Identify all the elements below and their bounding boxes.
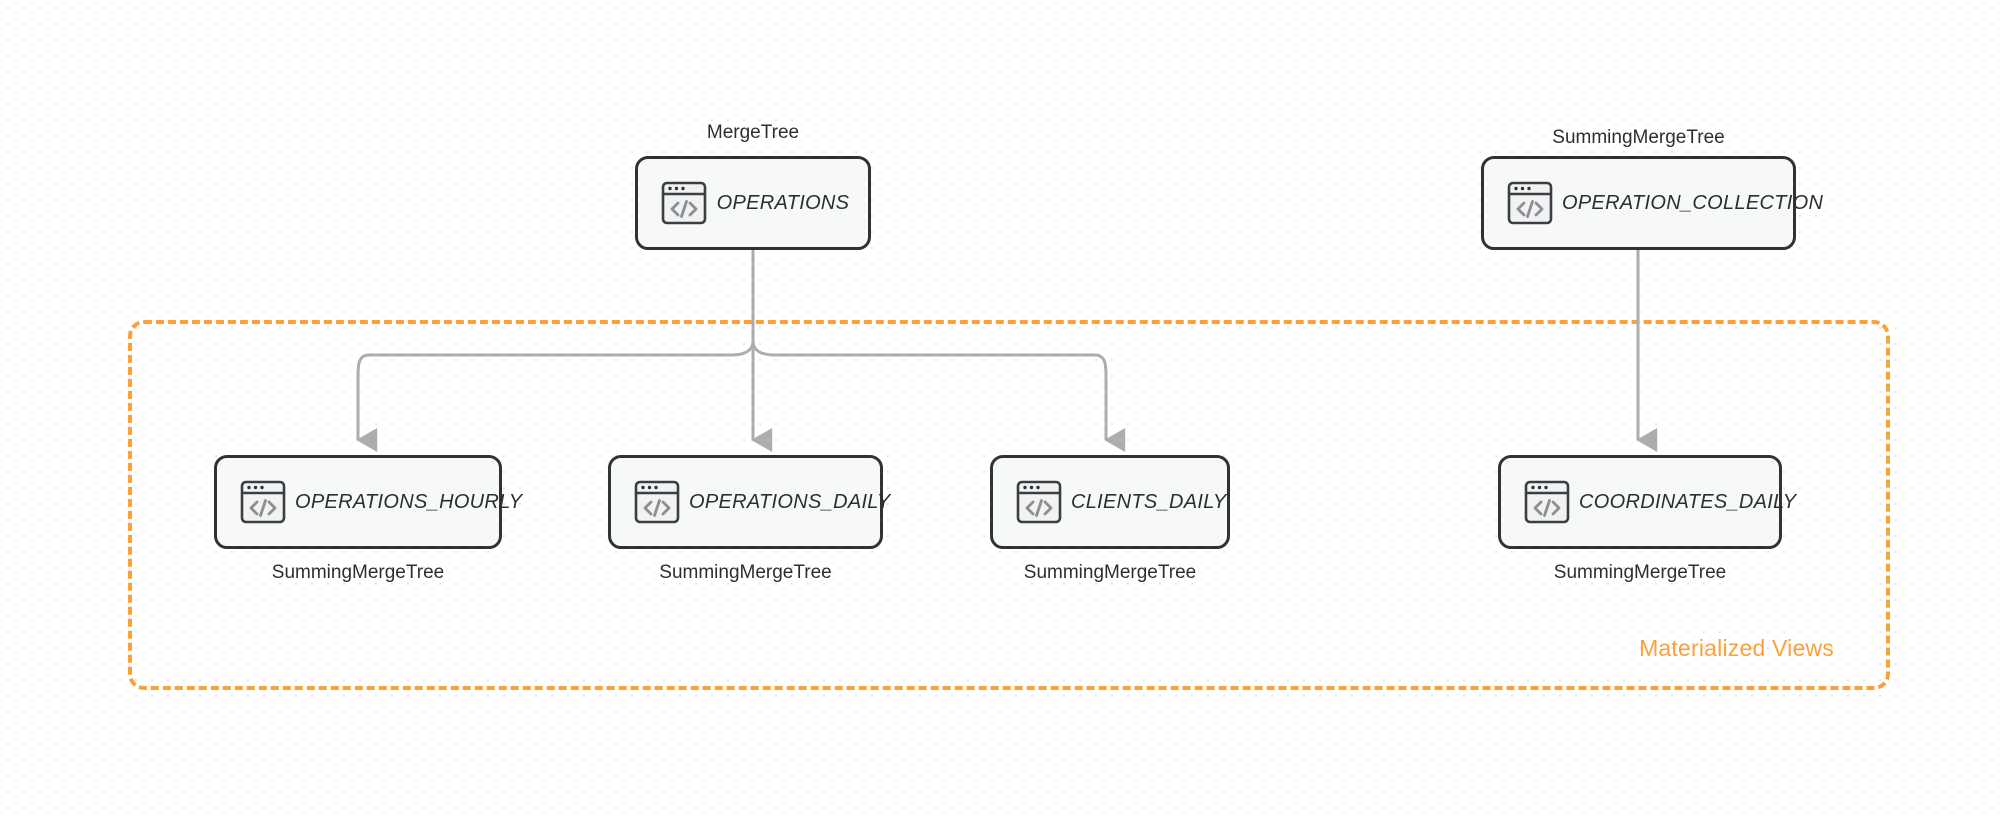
engine-caption-coordinates-daily: SummingMergeTree (1553, 562, 1727, 583)
node-label-operations: OPERATIONS (716, 191, 850, 214)
code-window-icon (661, 181, 707, 225)
node-clients-daily[interactable]: CLIENTS_DAILY (990, 455, 1230, 549)
node-operations-hourly[interactable]: OPERATIONS_HOURLY (214, 455, 522, 549)
materialized-views-group[interactable]: Materialized Views (128, 320, 1890, 690)
engine-caption-operation-collection: SummingMergeTree (1552, 127, 1725, 148)
code-window-icon (1524, 480, 1570, 524)
code-window-icon (240, 480, 286, 524)
node-label-coordinates-daily: COORDINATES_DAILY (1579, 490, 1797, 513)
code-window-icon (1507, 181, 1553, 225)
materialized-views-label: Materialized Views (1639, 635, 1834, 661)
engine-caption-operations: MergeTree (706, 122, 800, 143)
node-label-operation-collection: OPERATION_COLLECTION (1562, 191, 1824, 214)
node-label-operations-daily: OPERATIONS_DAILY (689, 490, 891, 513)
engine-caption-operations-hourly: SummingMergeTree (271, 562, 445, 583)
node-label-clients-daily: CLIENTS_DAILY (1071, 490, 1227, 513)
node-label-operations-hourly: OPERATIONS_HOURLY (295, 490, 523, 513)
code-window-icon (1016, 480, 1062, 524)
node-operations[interactable]: OPERATIONS (635, 156, 871, 250)
engine-caption-operations-daily: SummingMergeTree (659, 562, 832, 583)
node-operations-daily[interactable]: OPERATIONS_DAILY (608, 455, 890, 549)
node-operation-collection[interactable]: OPERATION_COLLECTION (1481, 156, 1823, 250)
code-window-icon (634, 480, 680, 524)
engine-caption-clients-daily: SummingMergeTree (1023, 562, 1197, 583)
node-coordinates-daily[interactable]: COORDINATES_DAILY (1498, 455, 1796, 549)
